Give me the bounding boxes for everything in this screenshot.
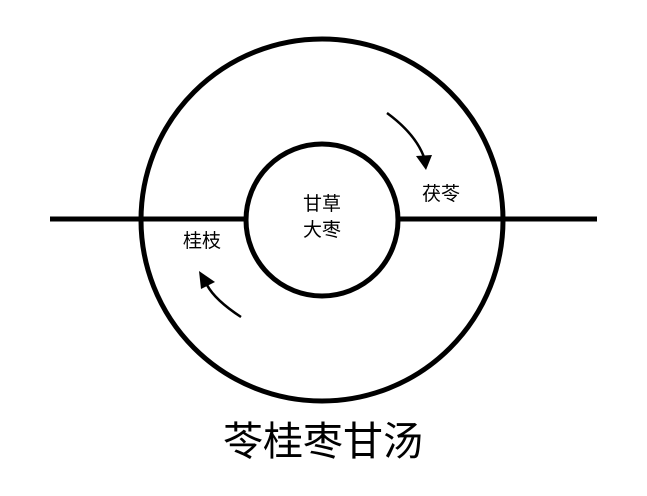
outer-circle (138, 36, 506, 404)
left-label: 桂枝 (183, 230, 221, 252)
arrow-lower-left (205, 284, 242, 319)
center-label-line1: 甘草 (303, 193, 341, 215)
right-label: 茯苓 (422, 183, 460, 205)
arrow-lower-left-head (199, 271, 215, 289)
arrow-upper-right (386, 111, 427, 161)
arrow-upper-right-head (416, 155, 432, 170)
center-label-line2: 大枣 (303, 219, 341, 241)
inner-circle (243, 141, 401, 299)
diagram-title: 苓桂枣甘汤 (223, 419, 423, 465)
